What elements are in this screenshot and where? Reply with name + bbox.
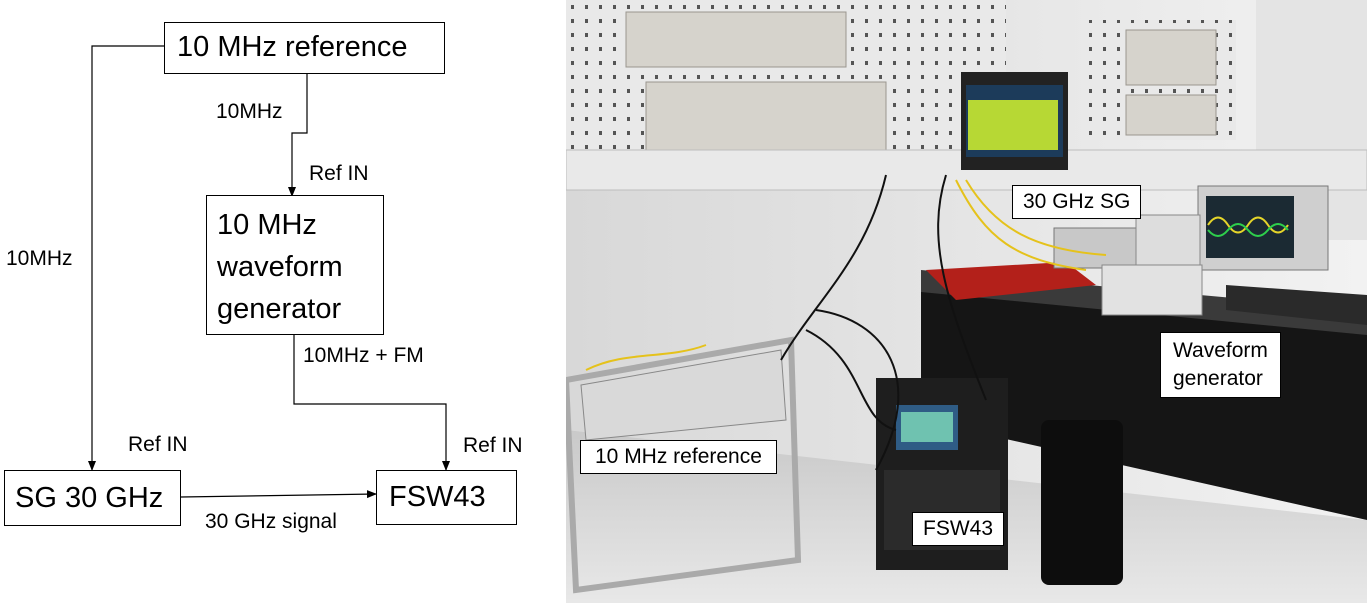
node-waveform-generator-line1: 10 MHz (217, 209, 317, 241)
node-waveform-generator-line3: generator (217, 293, 342, 325)
edge-label-ref-in-sg: Ref IN (128, 433, 188, 456)
edge-label-sg-to-fsw: 30 GHz signal (205, 510, 337, 533)
edge-label-ref-in-wavegen: Ref IN (309, 162, 369, 185)
photo-label-30ghz-sg: 30 GHz SG (1012, 185, 1142, 219)
edge-label-ref-to-sg: 10MHz (6, 247, 73, 270)
photo-label-10mhz-reference: 10 MHz reference (580, 440, 777, 474)
edge-label-ref-to-wavegen: 10MHz (216, 100, 283, 123)
edge-ref-to-wavegen (288, 72, 308, 197)
lab-photo: 30 GHz SG Waveform generator 10 MHz refe… (566, 0, 1367, 603)
photo-label-fsw43: FSW43 (912, 512, 1005, 546)
node-sg-30ghz-label: SG 30 GHz (15, 482, 164, 514)
node-10mhz-reference-label: 10 MHz reference (177, 31, 408, 63)
edge-wavegen-to-fsw (293, 335, 450, 471)
photo-label-waveform-generator-line1: Waveform (1173, 339, 1268, 362)
edge-label-wavegen-to-fsw: 10MHz + FM (303, 344, 424, 367)
node-10mhz-reference: 10 MHz reference (164, 22, 445, 74)
diagram-connectors (88, 45, 450, 499)
node-waveform-generator-line2: waveform (217, 251, 343, 283)
node-sg-30ghz: SG 30 GHz (4, 470, 181, 526)
photo-label-waveform-generator: Waveform generator (1160, 332, 1281, 398)
node-fsw43: FSW43 (376, 470, 517, 525)
edge-sg-to-fsw (180, 490, 377, 499)
node-waveform-generator: 10 MHz waveform generator (206, 195, 384, 335)
edge-label-ref-in-fsw: Ref IN (463, 434, 523, 457)
photo-label-waveform-generator-line2: generator (1173, 367, 1263, 390)
edge-ref-to-sg (88, 45, 165, 471)
node-fsw43-label: FSW43 (389, 481, 486, 513)
